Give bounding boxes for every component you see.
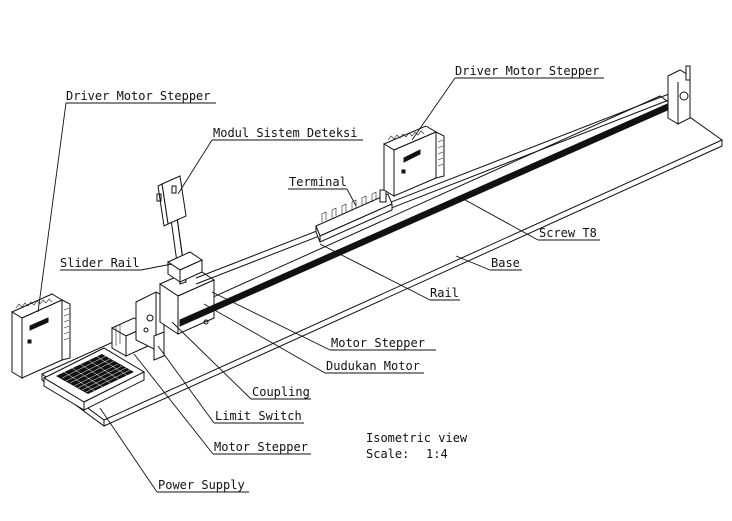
label-screw-t8: Screw T8	[539, 226, 597, 240]
view-note: Isometric view	[366, 431, 468, 445]
label-power-supply: Power Supply	[158, 478, 245, 492]
label-terminal: Terminal	[289, 175, 347, 189]
label-motor-stepper-upper: Motor Stepper	[331, 336, 425, 350]
label-base: Base	[491, 256, 520, 270]
limit-switch	[135, 291, 165, 361]
rail	[195, 91, 675, 285]
drawing-notes: Isometric view Scale: 1:4	[366, 431, 468, 461]
driver-motor-stepper-right	[382, 125, 445, 197]
labels: Driver Motor Stepper Modul Sistem Deteks…	[60, 64, 600, 492]
scale-label: Scale:	[366, 447, 409, 461]
terminal-block	[315, 189, 393, 243]
label-limit-switch: Limit Switch	[215, 409, 302, 423]
power-supply	[42, 347, 146, 411]
leader-lines	[37, 77, 604, 493]
end-bearing-bracket	[667, 65, 691, 125]
slider-rail	[166, 251, 204, 283]
label-coupling: Coupling	[252, 385, 310, 399]
label-modul-sistem-deteksi: Modul Sistem Deteksi	[213, 126, 358, 140]
scale-value: 1:4	[426, 447, 448, 461]
driver-motor-stepper-left	[10, 293, 71, 379]
label-driver-motor-stepper-right: Driver Motor Stepper	[455, 64, 600, 78]
label-rail: Rail	[430, 286, 459, 300]
label-motor-stepper-lower: Motor Stepper	[214, 440, 308, 454]
label-dudukan-motor: Dudukan Motor	[326, 359, 420, 373]
label-driver-motor-stepper-left: Driver Motor Stepper	[66, 89, 211, 103]
label-slider-rail: Slider Rail	[60, 256, 139, 270]
